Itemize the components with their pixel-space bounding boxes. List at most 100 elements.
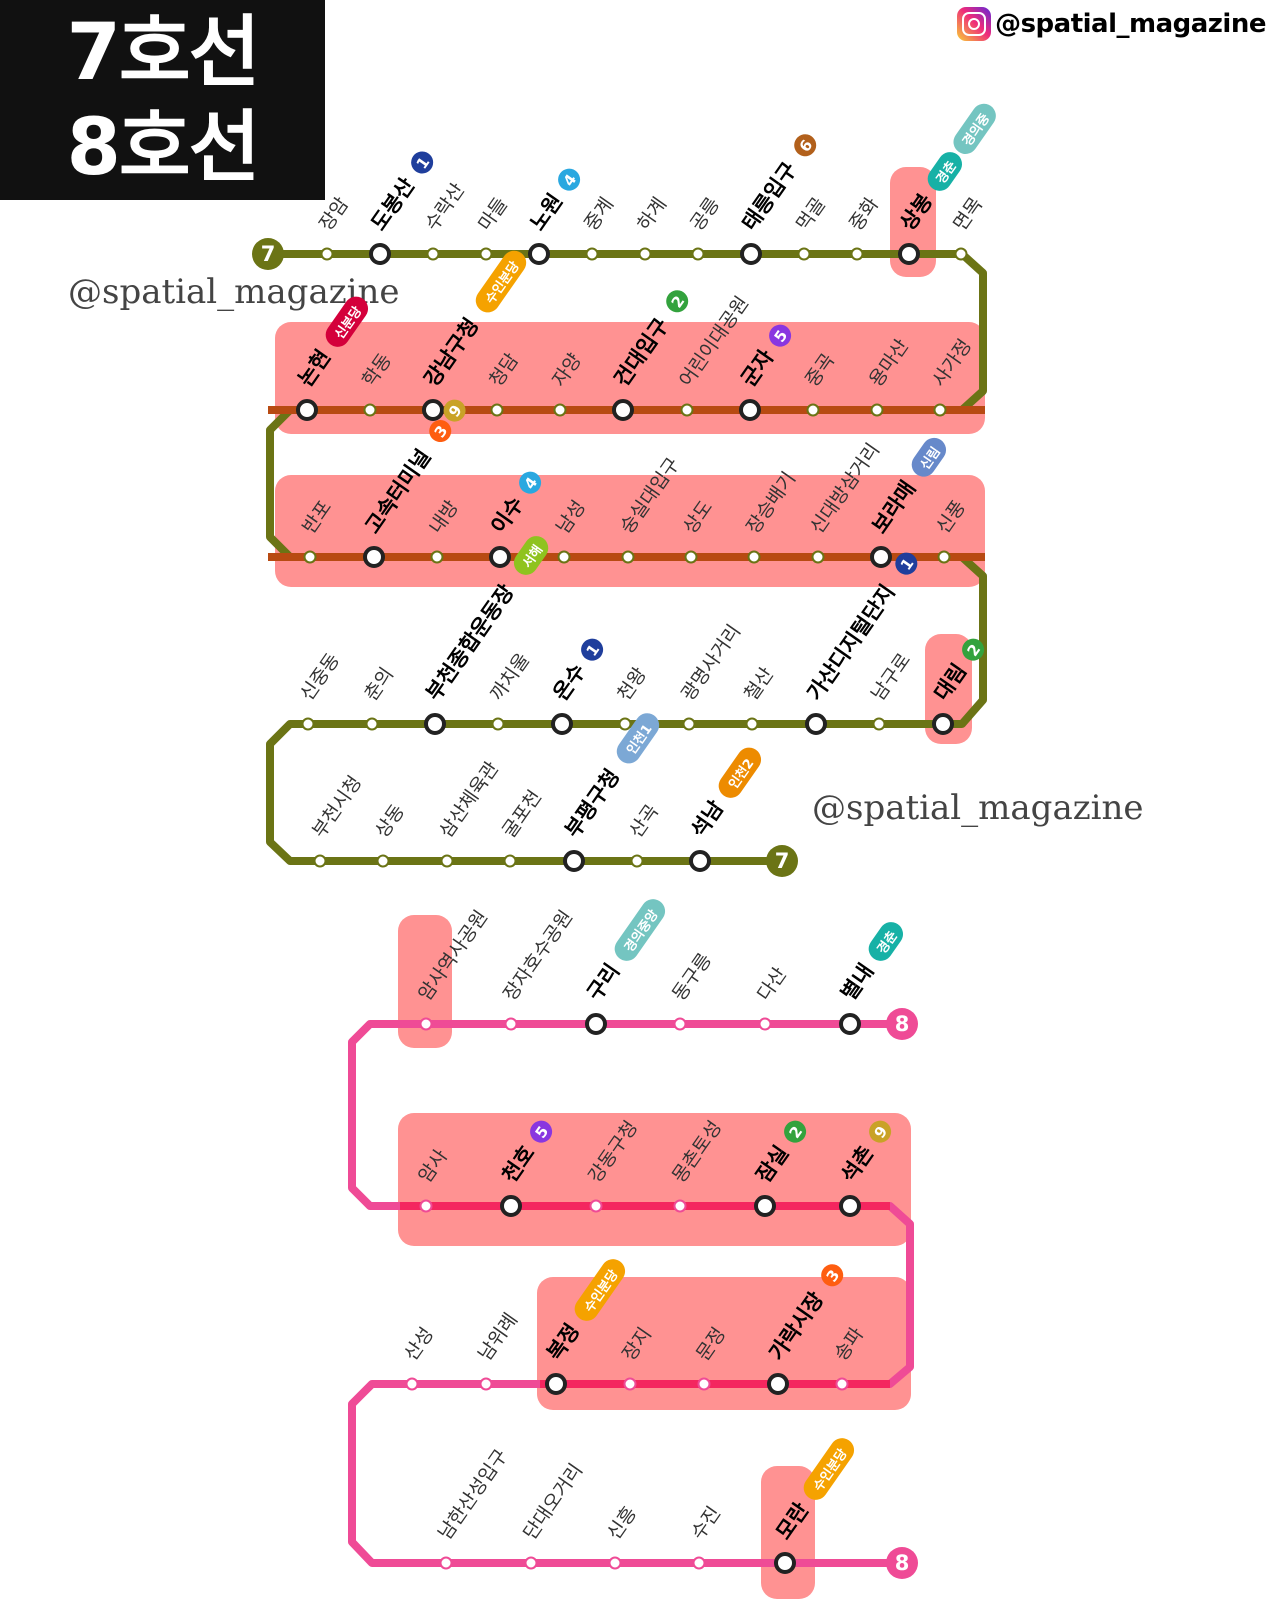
- line7-station-dot[interactable]: [303, 550, 317, 564]
- line8-station-dot[interactable]: [589, 1199, 603, 1213]
- line7-station-dot[interactable]: [424, 713, 446, 735]
- line8-station-dot[interactable]: [839, 1195, 861, 1217]
- line7-station-dot[interactable]: [296, 399, 318, 421]
- line7-station-dot[interactable]: [618, 717, 632, 731]
- line7-station-dot[interactable]: [682, 717, 696, 731]
- line7-station-label[interactable]: 까치울: [486, 649, 534, 705]
- line8-station-label[interactable]: 신흥: [603, 1503, 641, 1544]
- line8-station-dot[interactable]: [524, 1556, 538, 1570]
- line7-station-dot[interactable]: [440, 854, 454, 868]
- line7-station-dot[interactable]: [937, 550, 951, 564]
- line7-station-dot[interactable]: [430, 550, 444, 564]
- line7-station-dot[interactable]: [630, 854, 644, 868]
- line8-station-label[interactable]: 남위례: [474, 1309, 522, 1365]
- line8-station-dot[interactable]: [774, 1552, 796, 1574]
- line7-station-dot[interactable]: [363, 403, 377, 417]
- line7-station-label[interactable]: 부평구청: [560, 765, 624, 842]
- line7-station-dot[interactable]: [301, 717, 315, 731]
- line7-station-label[interactable]: 마들: [474, 194, 512, 235]
- line7-station-label[interactable]: 장암: [315, 194, 353, 235]
- line8-station-label[interactable]: 수진: [687, 1503, 725, 1544]
- line8-station-label[interactable]: 남한산성입구: [434, 1445, 512, 1544]
- line8-station-label[interactable]: 구리: [582, 959, 624, 1004]
- line7-station-dot[interactable]: [585, 247, 599, 261]
- line7-station-label[interactable]: 춘의: [360, 664, 398, 705]
- line7-station-dot[interactable]: [426, 247, 440, 261]
- line7-station-dot[interactable]: [684, 550, 698, 564]
- line7-station-dot[interactable]: [805, 713, 827, 735]
- line8-station-dot[interactable]: [623, 1377, 637, 1391]
- line8-station-dot[interactable]: [419, 1199, 433, 1213]
- line7-station-dot[interactable]: [320, 247, 334, 261]
- line7-station-dot[interactable]: [369, 243, 391, 265]
- line7-station-label[interactable]: 남구로: [867, 649, 915, 705]
- line7-station-dot[interactable]: [551, 713, 573, 735]
- line7-station-dot[interactable]: [797, 247, 811, 261]
- line8-station-dot[interactable]: [479, 1377, 493, 1391]
- line7-station-dot[interactable]: [638, 247, 652, 261]
- line7-station-label[interactable]: 먹골: [792, 194, 830, 235]
- line7-station-dot[interactable]: [932, 713, 954, 735]
- line8-station-dot[interactable]: [405, 1377, 419, 1391]
- line7-station-dot[interactable]: [898, 243, 920, 265]
- line8-station-dot[interactable]: [754, 1195, 776, 1217]
- line7-station-dot[interactable]: [740, 243, 762, 265]
- line7-station-dot[interactable]: [870, 403, 884, 417]
- line7-station-dot[interactable]: [745, 717, 759, 731]
- line7-station-label[interactable]: 태릉입구: [737, 158, 801, 235]
- line8-station-dot[interactable]: [673, 1199, 687, 1213]
- line7-station-dot[interactable]: [479, 247, 493, 261]
- line7-station-dot[interactable]: [612, 399, 634, 421]
- line7-station-dot[interactable]: [680, 403, 694, 417]
- line7-station-label[interactable]: 면목: [949, 194, 987, 235]
- line7-station-dot[interactable]: [954, 247, 968, 261]
- line7-station-dot[interactable]: [553, 403, 567, 417]
- line7-station-dot[interactable]: [811, 550, 825, 564]
- line7-station-label[interactable]: 노원: [525, 189, 567, 234]
- line7-station-label[interactable]: 하계: [633, 194, 671, 235]
- line7-station-label[interactable]: 상동: [371, 801, 409, 842]
- line7-station-dot[interactable]: [870, 546, 892, 568]
- line8-station-dot[interactable]: [439, 1556, 453, 1570]
- line7-station-dot[interactable]: [376, 854, 390, 868]
- line7-station-dot[interactable]: [363, 546, 385, 568]
- instagram-credit[interactable]: @spatial_magazine: [957, 6, 1266, 42]
- line8-station-dot[interactable]: [673, 1017, 687, 1031]
- line8-station-label[interactable]: 장자호수공원: [499, 906, 577, 1005]
- line7-station-label[interactable]: 삼산체육관: [435, 758, 503, 842]
- line8-station-dot[interactable]: [608, 1556, 622, 1570]
- line7-station-dot[interactable]: [365, 717, 379, 731]
- line8-station-dot[interactable]: [504, 1017, 518, 1031]
- line7-station-dot[interactable]: [689, 850, 711, 872]
- line8-station-label[interactable]: 산성: [400, 1324, 438, 1365]
- line7-station-label[interactable]: 중계: [580, 194, 618, 235]
- line7-station-dot[interactable]: [621, 550, 635, 564]
- line7-station-dot[interactable]: [528, 243, 550, 265]
- line8-station-dot[interactable]: [419, 1017, 433, 1031]
- line7-station-label[interactable]: 수락산: [421, 179, 469, 235]
- line8-station-label[interactable]: 단대오거리: [519, 1460, 587, 1544]
- line8-station-dot[interactable]: [500, 1195, 522, 1217]
- line7-station-dot[interactable]: [503, 854, 517, 868]
- line7-station-label[interactable]: 굴포천: [498, 786, 546, 842]
- line7-station-dot[interactable]: [563, 850, 585, 872]
- line7-station-label[interactable]: 산곡: [625, 801, 663, 842]
- line7-station-dot[interactable]: [313, 854, 327, 868]
- line7-station-label[interactable]: 철산: [740, 664, 778, 705]
- line8-station-label[interactable]: 다산: [753, 964, 791, 1005]
- line7-station-dot[interactable]: [850, 247, 864, 261]
- line7-station-label[interactable]: 신중동: [296, 649, 344, 705]
- line7-station-label[interactable]: 광명사거리: [677, 621, 745, 705]
- line7-station-dot[interactable]: [489, 546, 511, 568]
- line7-station-label[interactable]: 천왕: [613, 664, 651, 705]
- line7-station-dot[interactable]: [491, 717, 505, 731]
- line8-station-label[interactable]: 별내: [836, 959, 878, 1004]
- line8-station-dot[interactable]: [697, 1377, 711, 1391]
- line7-station-label[interactable]: 석남: [686, 796, 728, 841]
- line8-station-label[interactable]: 동구릉: [668, 949, 716, 1005]
- line8-station-dot[interactable]: [758, 1017, 772, 1031]
- line7-station-label[interactable]: 온수: [548, 659, 590, 704]
- line8-station-dot[interactable]: [585, 1013, 607, 1035]
- line7-station-label[interactable]: 도봉산: [366, 174, 419, 235]
- line7-station-dot[interactable]: [933, 403, 947, 417]
